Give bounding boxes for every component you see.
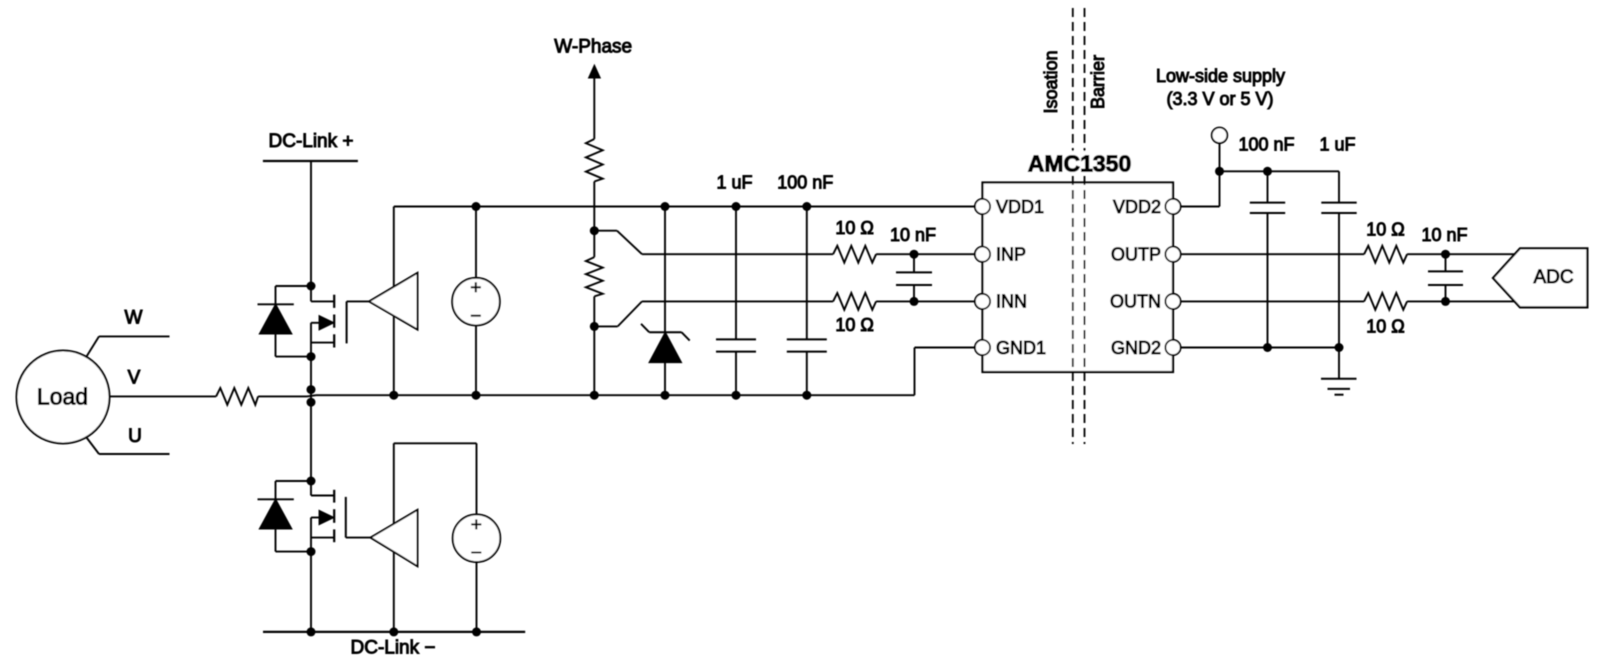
- svg-text:1 uF: 1 uF: [716, 173, 752, 193]
- svg-text:VDD1: VDD1: [996, 197, 1044, 217]
- svg-text:INN: INN: [996, 292, 1027, 312]
- svg-text:Low-side supply: Low-side supply: [1156, 66, 1285, 86]
- svg-text:Barrier: Barrier: [1088, 55, 1108, 109]
- svg-text:W-Phase: W-Phase: [554, 37, 632, 58]
- svg-text:VDD2: VDD2: [1113, 197, 1161, 217]
- svg-text:DC-Link −: DC-Link −: [351, 638, 436, 659]
- svg-text:ADC: ADC: [1533, 267, 1573, 288]
- svg-text:10 Ω: 10 Ω: [1366, 220, 1404, 240]
- svg-text:INP: INP: [996, 245, 1026, 265]
- svg-text:DC-Link +: DC-Link +: [269, 131, 354, 152]
- svg-text:(3.3 V or 5 V): (3.3 V or 5 V): [1166, 89, 1273, 109]
- svg-text:10 nF: 10 nF: [1421, 225, 1467, 245]
- svg-text:100 nF: 100 nF: [777, 173, 833, 193]
- svg-text:10 Ω: 10 Ω: [835, 218, 873, 238]
- svg-text:100 nF: 100 nF: [1238, 135, 1294, 155]
- svg-text:GND2: GND2: [1111, 338, 1161, 358]
- svg-text:1 uF: 1 uF: [1319, 135, 1355, 155]
- svg-text:V: V: [128, 368, 141, 389]
- svg-text:W: W: [125, 308, 143, 329]
- svg-text:10 Ω: 10 Ω: [835, 315, 873, 335]
- svg-text:10 nF: 10 nF: [890, 225, 936, 245]
- svg-text:Load: Load: [37, 384, 88, 410]
- svg-text:U: U: [128, 426, 142, 447]
- svg-text:AMC1350: AMC1350: [1028, 151, 1132, 177]
- svg-text:OUTP: OUTP: [1111, 245, 1161, 265]
- svg-text:OUTN: OUTN: [1110, 292, 1161, 312]
- svg-text:Isoation: Isoation: [1041, 50, 1061, 113]
- svg-text:GND1: GND1: [996, 338, 1046, 358]
- svg-text:10 Ω: 10 Ω: [1366, 317, 1404, 337]
